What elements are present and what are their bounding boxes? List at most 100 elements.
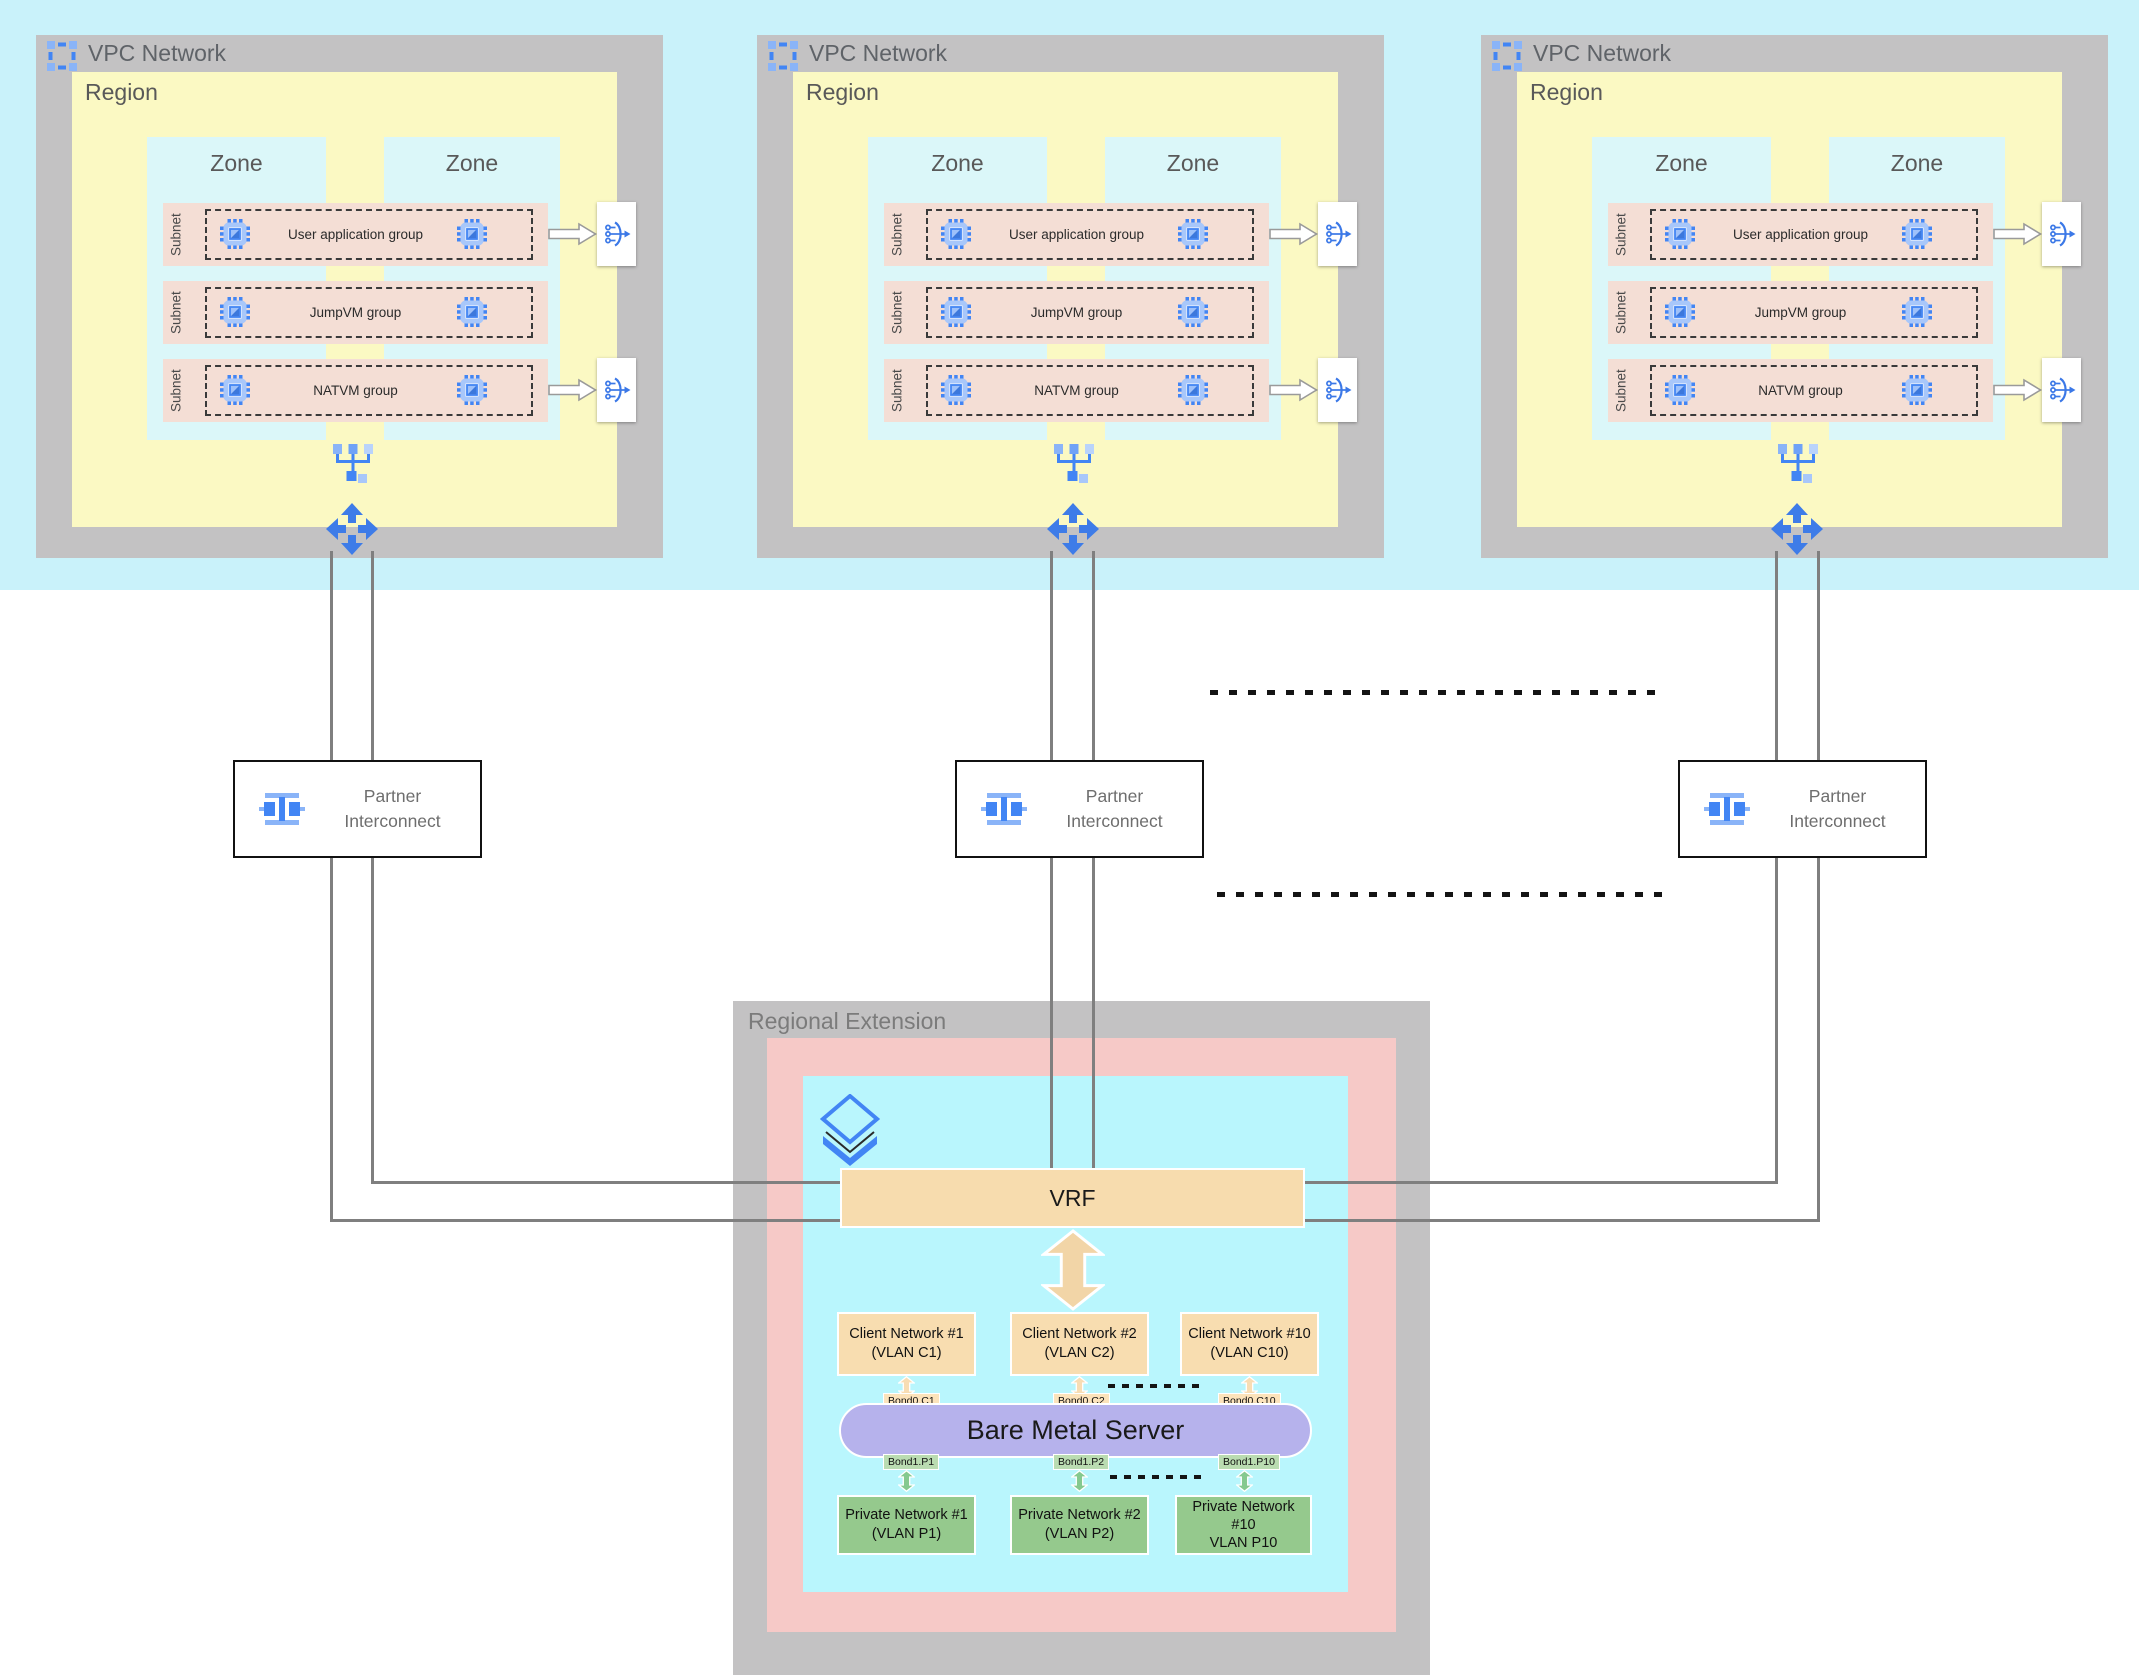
vpc-network-title: VPC Network — [1533, 40, 1672, 66]
load-balancer-box — [1318, 202, 1357, 266]
group-label: NATVM group — [313, 383, 398, 398]
vpc-network-icon — [768, 41, 798, 71]
partner-interconnect-box-1: Partner Interconnect — [233, 760, 482, 858]
partner-interconnect-icon — [981, 791, 1027, 827]
regional-extension-title: Regional Extension — [748, 1008, 947, 1034]
vpc-network-icon — [1492, 41, 1522, 71]
region-box: Region Zone Zone Subnet User application… — [793, 72, 1357, 527]
subnet-row-natvm: Subnet NATVM group — [884, 359, 1269, 422]
private-network-vlan: (VLAN P2) — [1044, 1526, 1115, 1542]
regional-extension-box: Regional Extension VRF Client Network #1… — [733, 1001, 1430, 1675]
flow-arrow-icon — [1269, 378, 1318, 402]
instance-group-dashed-border — [926, 365, 1254, 416]
group-label: JumpVM group — [1754, 305, 1847, 320]
ellipsis-dotted-line — [1108, 1384, 1206, 1388]
client-network-2-box: Client Network #2 (VLAN C2) — [1010, 1312, 1149, 1376]
zone-label: Zone — [1890, 150, 1944, 176]
regional-extension-network-area: VRF Client Network #1 (VLAN C1) Client N… — [803, 1076, 1348, 1592]
client-network-vlan: (VLAN C1) — [871, 1345, 942, 1361]
region-box: Region Zone Zone Subnet User application… — [1517, 72, 2081, 527]
layers-icon — [820, 1094, 880, 1166]
zone-label: Zone — [931, 150, 984, 176]
partner-interconnect-label-line1: Partner — [363, 785, 422, 806]
partner-interconnect-icon — [259, 791, 305, 827]
private-link-arrow-icon — [1236, 1470, 1253, 1492]
load-balancer-box — [2042, 358, 2081, 422]
connector-line — [371, 1181, 840, 1184]
subnet-row-user-application: Subnet User application group — [163, 203, 548, 266]
partner-interconnect-label-line1: Partner — [1808, 785, 1867, 806]
partner-interconnect-box-3: Partner Interconnect — [1678, 760, 1927, 858]
cloud-router-icon — [325, 502, 379, 556]
bare-metal-server: Bare Metal Server — [839, 1403, 1312, 1458]
client-network-10-box: Client Network #10 (VLAN C10) — [1180, 1312, 1319, 1376]
vrf-box: VRF — [840, 1168, 1305, 1228]
load-balancer-box — [1318, 358, 1357, 422]
subnet-row-user-application: Subnet User application group — [884, 203, 1269, 266]
client-network-name: Client Network #10 — [1188, 1326, 1311, 1343]
client-network-vlan: (VLAN C10) — [1210, 1345, 1289, 1361]
vpc-network-header: VPC Network — [757, 35, 1384, 72]
instance-group-dashed-border — [1650, 209, 1978, 260]
vpc-network-icon — [47, 41, 77, 71]
group-label: User application group — [1008, 227, 1145, 242]
client-network-vlan: (VLAN C2) — [1044, 1345, 1115, 1361]
load-balancer-box — [597, 202, 636, 266]
zone-label: Zone — [210, 150, 263, 176]
flow-arrow-icon — [1269, 222, 1318, 246]
load-balancer-icon — [1323, 375, 1353, 405]
subnet-row-jumpvm: Subnet JumpVM group — [1608, 281, 1993, 344]
private-network-name: Private Network #1 — [845, 1507, 968, 1524]
group-label: User application group — [1732, 227, 1869, 242]
connector-line — [1305, 1181, 1778, 1184]
private-network-vlan2: VLAN P10 — [1209, 1535, 1278, 1552]
regional-extension-inner: VRF Client Network #1 (VLAN C1) Client N… — [767, 1038, 1396, 1632]
connector-line — [1092, 551, 1095, 1168]
connector-line — [1305, 1219, 1820, 1222]
bond-interface-label: Bond1.P10 — [1218, 1454, 1280, 1470]
flow-arrow-icon — [548, 222, 597, 246]
bond-interface-label: Bond1.P1 — [883, 1454, 940, 1470]
partner-interconnect-box-2: Partner Interconnect — [955, 760, 1204, 858]
load-balancer-icon — [602, 219, 632, 249]
network-topology-icon — [1776, 444, 1820, 486]
vpc-network-header: VPC Network — [36, 35, 663, 72]
group-label: NATVM group — [1758, 383, 1843, 398]
private-network-1-box: Private Network #1 (VLAN P1) — [837, 1495, 976, 1555]
private-link-arrow-icon — [1071, 1470, 1088, 1492]
connector-line — [1817, 551, 1820, 1222]
network-topology-icon — [1052, 444, 1096, 486]
partner-interconnect-label-line2: Interconnect — [1066, 811, 1163, 831]
vpc-network-block-1: VPC Network Region Zone Zone Subnet User… — [36, 35, 663, 558]
client-network-1-box: Client Network #1 (VLAN C1) — [837, 1312, 976, 1376]
instance-group-dashed-border — [926, 209, 1254, 260]
group-label: JumpVM group — [1030, 305, 1123, 320]
connector-line — [1050, 551, 1053, 1168]
flow-arrow-icon — [548, 378, 597, 402]
group-label: NATVM group — [1034, 383, 1119, 398]
load-balancer-box — [597, 358, 636, 422]
flow-arrow-icon — [1993, 378, 2042, 402]
vpc-network-block-2: VPC Network Region Zone Zone Subnet User… — [757, 35, 1384, 558]
instance-group-dashed-border — [205, 209, 533, 260]
vpc-network-block-3: VPC Network Region Zone Zone Subnet User… — [1481, 35, 2108, 558]
instance-group-dashed-border — [205, 365, 533, 416]
subnet-row-jumpvm: Subnet JumpVM group — [884, 281, 1269, 344]
region-box: Region Zone Zone Subnet User application… — [72, 72, 636, 527]
zone-label: Zone — [445, 150, 499, 176]
instance-group-dashed-border — [926, 287, 1254, 338]
partner-interconnect-label: Partner Interconnect — [1750, 784, 1925, 835]
vpc-network-title: VPC Network — [809, 40, 948, 66]
region-label: Region — [85, 79, 158, 105]
ellipsis-dotted-line — [1110, 1475, 1206, 1479]
instance-group-dashed-border — [1650, 365, 1978, 416]
partner-interconnect-label: Partner Interconnect — [305, 784, 480, 835]
subnet-row-natvm: Subnet NATVM group — [163, 359, 548, 422]
partner-interconnect-label-line1: Partner — [1085, 785, 1144, 806]
connector-line — [371, 551, 374, 1184]
vpc-network-title: VPC Network — [88, 40, 227, 66]
load-balancer-box — [2042, 202, 2081, 266]
flow-arrow-icon — [1993, 222, 2042, 246]
client-network-name: Client Network #1 — [849, 1326, 964, 1343]
zone-label: Zone — [1655, 150, 1708, 176]
